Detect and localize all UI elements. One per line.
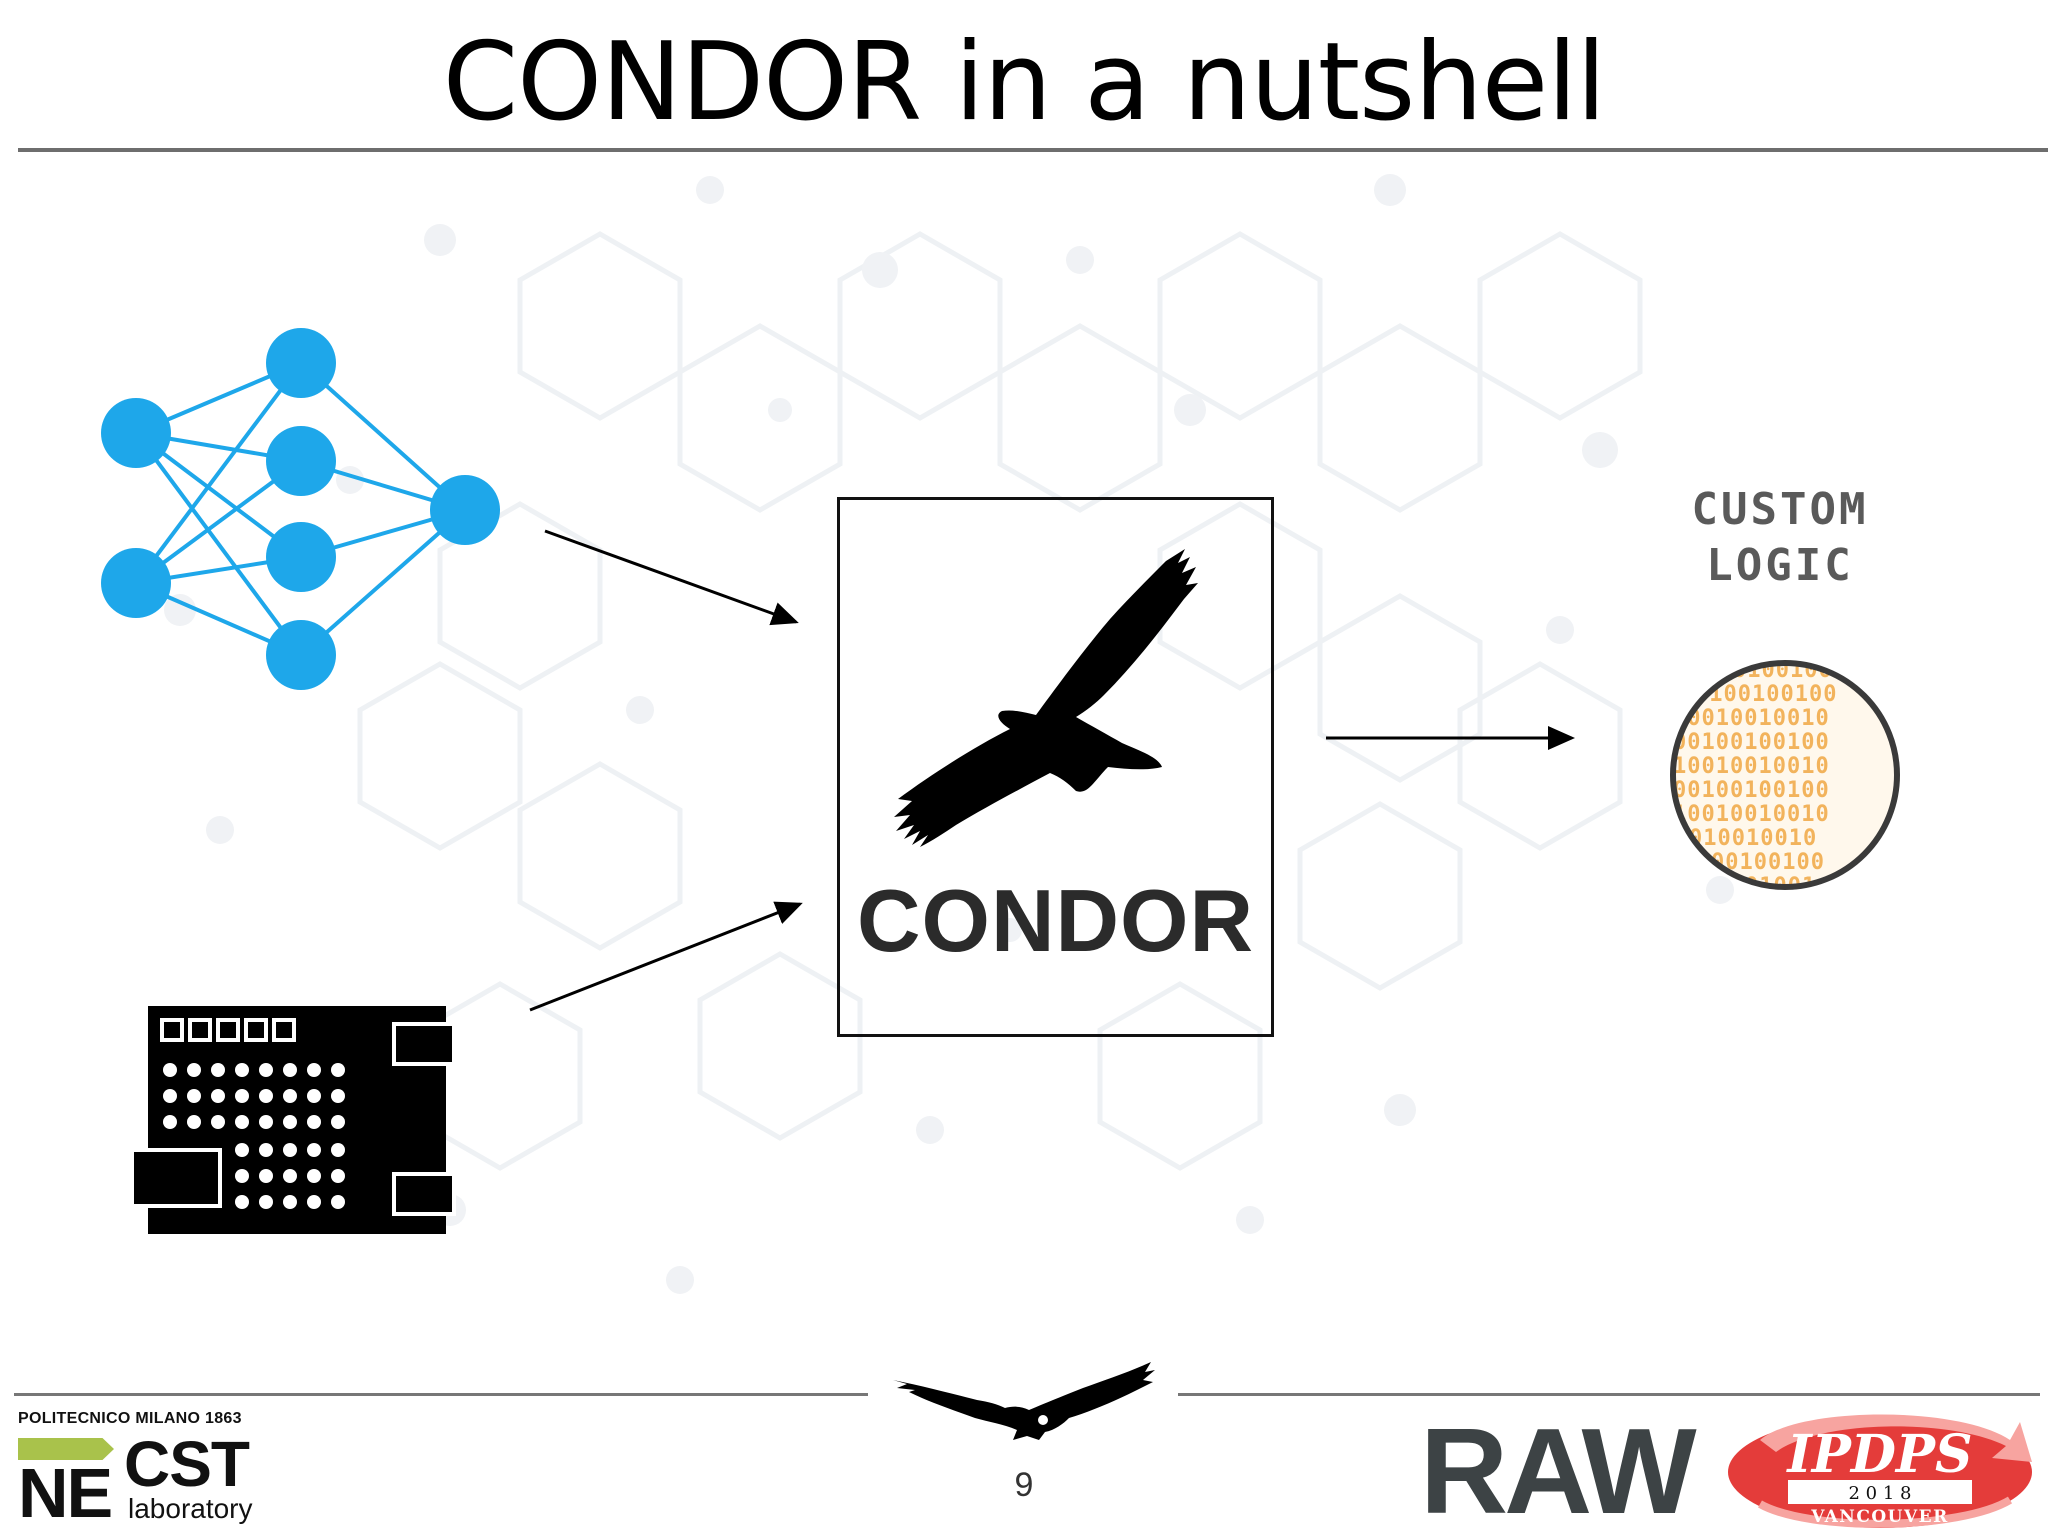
binary-row: 00100100100 [1673, 730, 1830, 755]
ipdps-title: IPDPS [1785, 1424, 1972, 1485]
binary-row: 00100100100 [1673, 778, 1830, 803]
binary-row: 010010010 [1689, 826, 1817, 851]
arrow-board-to-condor [529, 901, 803, 1012]
condor-bird-icon [894, 549, 1198, 847]
footer-divider-right [1178, 1393, 2040, 1396]
title-divider [18, 148, 2048, 152]
ipdps-logo: IPDPS 2 0 1 8 VANCOUVER [1728, 1414, 2032, 1528]
ipdps-year: 2 0 1 8 [1849, 1483, 1912, 1504]
necst-laboratory-text: laboratory [128, 1493, 253, 1524]
ipdps-city: VANCOUVER [1810, 1507, 1949, 1527]
slide-title: CONDOR in a nutshell [442, 20, 1606, 145]
necst-logo: NE CST laboratory [18, 1432, 258, 1532]
necst-green-bar [18, 1438, 114, 1460]
custom-logic-line2: LOGIC [1706, 540, 1854, 591]
condor-box: CONDOR [837, 497, 1274, 1037]
binary-row: 10010010010 [1673, 754, 1830, 779]
footer-condor-icon [893, 1362, 1155, 1440]
footer-divider-left [14, 1393, 868, 1396]
custom-logic-label: CUSTOM LOGIC [1640, 482, 1920, 594]
arrow-network-to-condor [544, 529, 799, 626]
raw-logo: RAW [1420, 1403, 1697, 1539]
necst-ne-text: NE [18, 1454, 113, 1532]
circuit-board-icon [130, 1006, 456, 1234]
neural-network-icon [101, 328, 500, 690]
necst-cst-text: CST [124, 1428, 250, 1500]
background-molecule-pattern [164, 174, 1734, 1294]
condor-label: CONDOR [856, 871, 1255, 970]
binary-disc-icon: 0100100 0100100100 10010010010 001001001… [1670, 660, 1900, 890]
custom-logic-line1: CUSTOM [1691, 484, 1869, 535]
binary-row: 10010010010 [1673, 802, 1830, 827]
page-number: 9 [1014, 1466, 1034, 1504]
politecnico-label: POLITECNICO MILANO 1863 [18, 1410, 242, 1427]
binary-row: 10010010010 [1673, 706, 1830, 731]
